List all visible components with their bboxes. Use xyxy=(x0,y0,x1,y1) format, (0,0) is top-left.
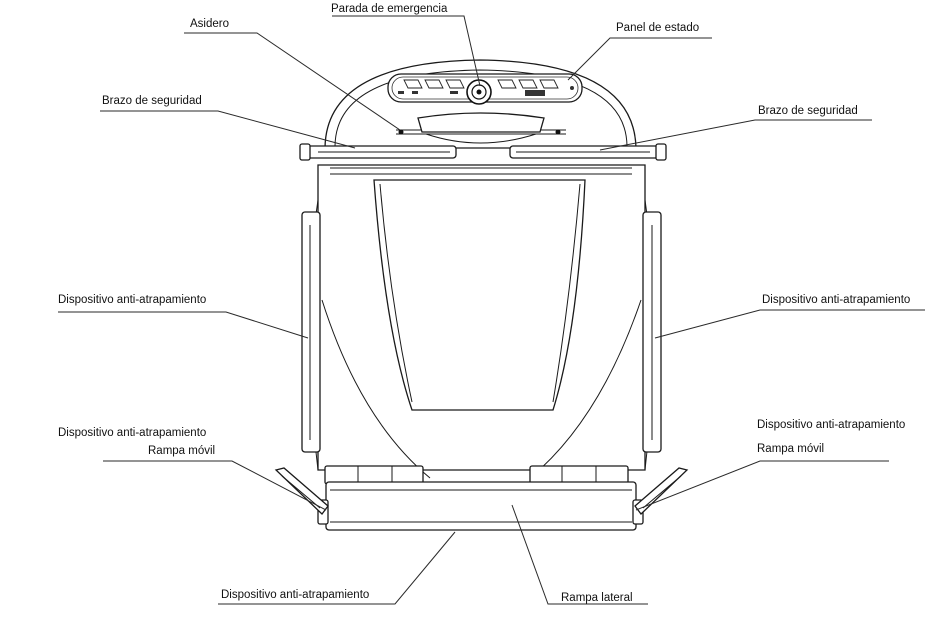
label-rampa-movil-right: Rampa móvil xyxy=(757,443,824,455)
handle xyxy=(396,112,566,144)
label-brazo-seguridad-left: Brazo de seguridad xyxy=(102,95,202,107)
label-anti-atrapamiento-left: Dispositivo anti-atrapamiento xyxy=(58,294,206,306)
label-brazo-seguridad-right: Brazo de seguridad xyxy=(758,105,858,117)
safety-arms xyxy=(299,143,667,161)
leader-lines xyxy=(58,15,925,605)
ramp-assembly xyxy=(274,465,689,531)
label-rampa-lateral: Rampa lateral xyxy=(561,592,633,604)
label-asidero: Asidero xyxy=(190,18,229,30)
callout-labels: Asidero Parada de emergencia Panel de es… xyxy=(58,3,910,604)
label-anti-atrapamiento-bottom: Dispositivo anti-atrapamiento xyxy=(221,589,369,601)
label-rampa-movil-left: Rampa móvil xyxy=(148,445,215,457)
label-panel-estado: Panel de estado xyxy=(616,22,699,34)
label-anti-atrapamiento-lower-right: Dispositivo anti-atrapamiento xyxy=(757,419,905,431)
label-anti-atrapamiento-right: Dispositivo anti-atrapamiento xyxy=(762,294,910,306)
emergency-stop-button xyxy=(466,79,492,105)
label-anti-atrapamiento-lower-left: Dispositivo anti-atrapamiento xyxy=(58,427,206,439)
label-parada-emergencia: Parada de emergencia xyxy=(331,3,448,15)
